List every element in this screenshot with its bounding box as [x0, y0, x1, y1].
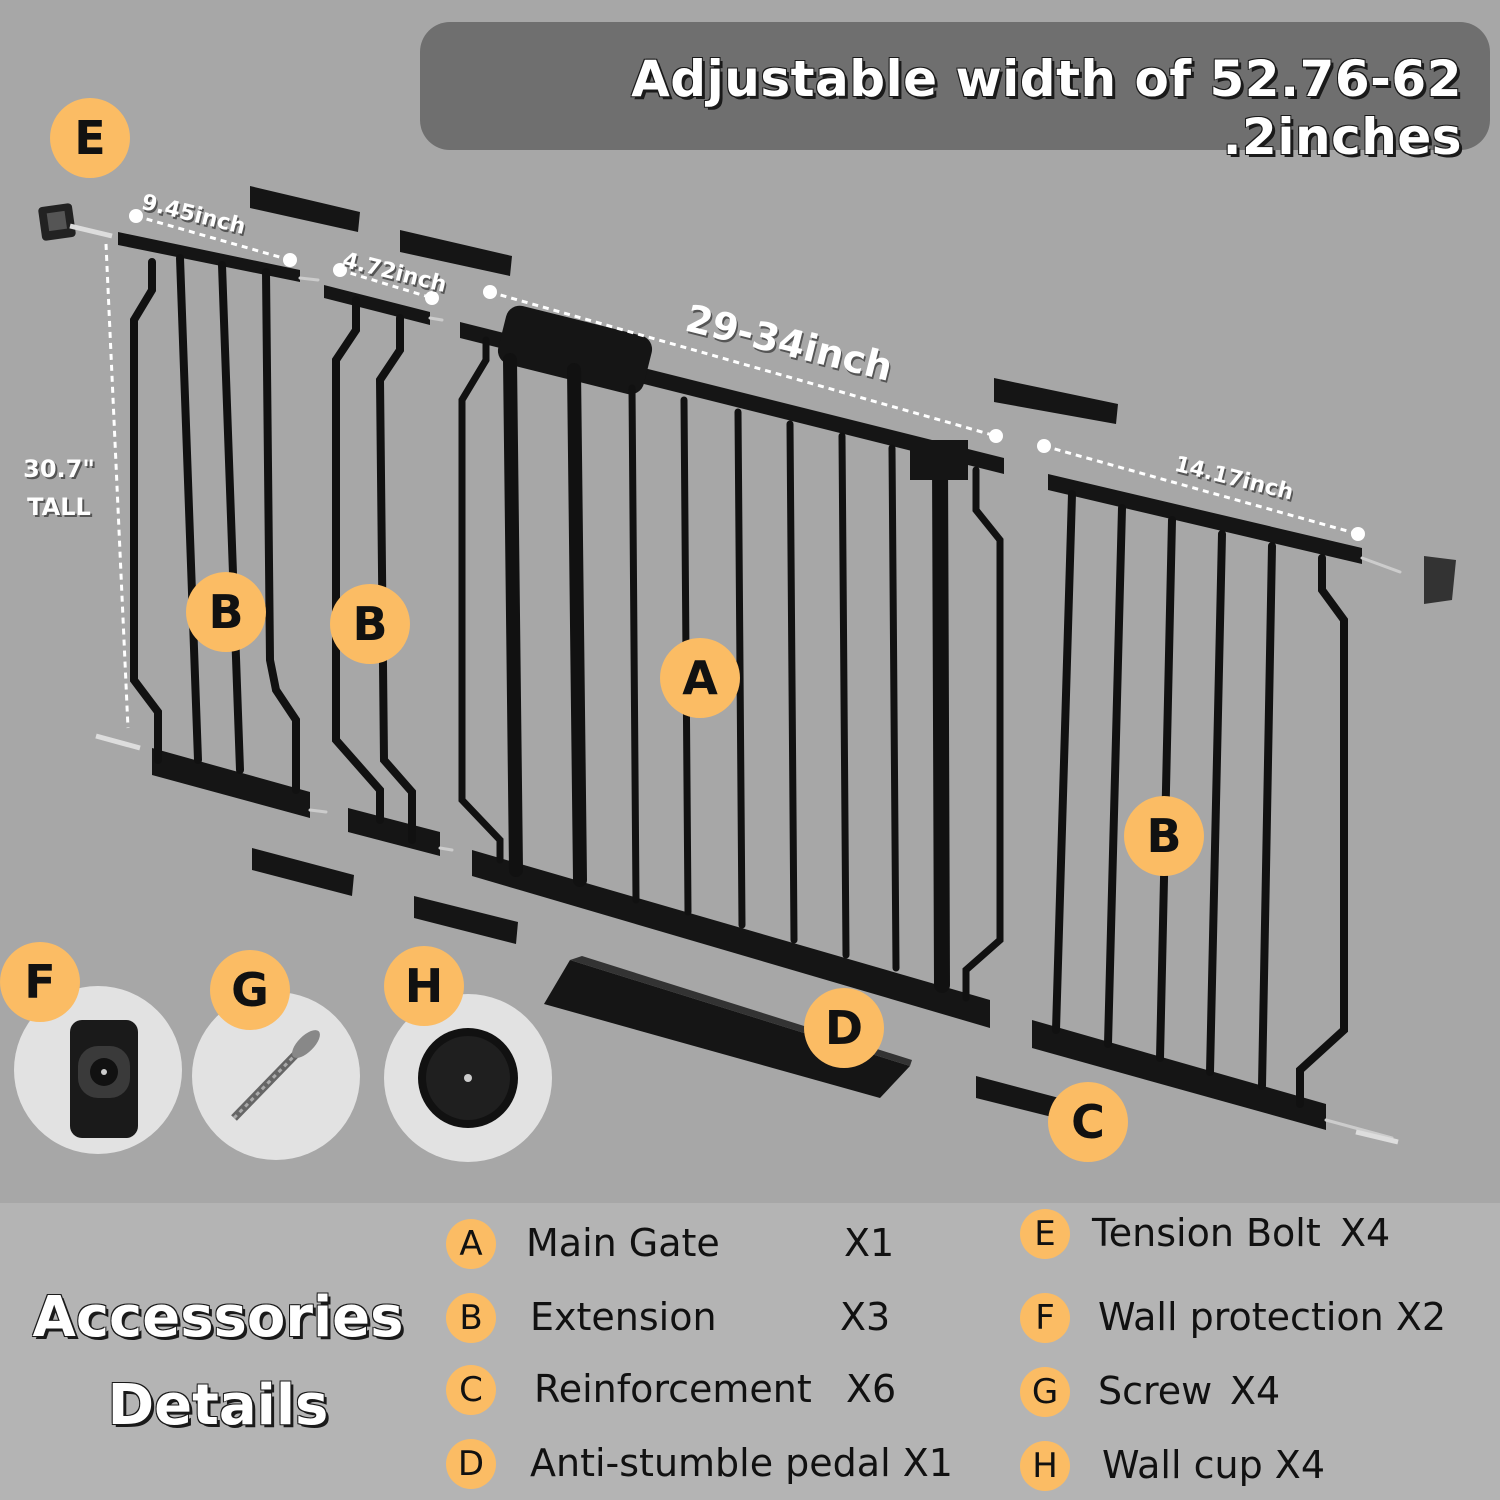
height-label: TALL: [27, 493, 91, 521]
accessory-letter: D: [446, 1439, 496, 1489]
accessory-letter: H: [1020, 1441, 1070, 1491]
right-extension: [1032, 474, 1402, 1140]
wall-cup-icon: [418, 1028, 518, 1128]
wall-protection-icon: [70, 1020, 138, 1138]
accessory-item: B Extension X3: [446, 1289, 906, 1349]
middle-extension: [324, 285, 454, 856]
accessory-name: Main Gate: [526, 1221, 720, 1265]
tension-bolts: [38, 203, 1456, 1145]
accessories-title-line1: Accessories: [32, 1285, 404, 1350]
badge-b-mid: B: [330, 584, 410, 664]
accessory-item: D Anti-stumble pedal X1: [446, 1435, 986, 1495]
badge-f: F: [0, 942, 80, 1022]
accessory-qty: X1: [844, 1221, 895, 1265]
accessory-qty: X4: [1340, 1211, 1391, 1255]
accessory-qty: X3: [840, 1295, 891, 1339]
badge-h: H: [384, 946, 464, 1026]
accessory-qty: X6: [846, 1367, 897, 1411]
wall-cup-image: [384, 994, 552, 1162]
accessory-item: E Tension Bolt X4: [1020, 1205, 1440, 1265]
accessory-name: Reinforcement: [534, 1367, 812, 1411]
main-gate: [458, 305, 1004, 1028]
accessory-name: Screw: [1098, 1369, 1213, 1413]
accessory-name: Wall protection X2: [1098, 1295, 1447, 1339]
dimension-endpoints: [129, 209, 1365, 541]
badge-b-right: B: [1124, 796, 1204, 876]
width-banner-title: Adjustable width of 52.76-62 .2inches: [631, 50, 1462, 166]
left-extension: [118, 232, 328, 818]
accessory-item: H Wall cup X4: [1020, 1437, 1440, 1497]
accessory-letter: F: [1020, 1293, 1070, 1343]
accessory-name: Tension Bolt: [1092, 1211, 1321, 1255]
accessory-qty: X4: [1230, 1369, 1281, 1413]
height-dimension: 30.7" TALL: [14, 450, 104, 526]
accessory-item: C Reinforcement X6: [446, 1361, 906, 1421]
accessory-item: A Main Gate X1: [446, 1215, 906, 1275]
accessory-name: Wall cup X4: [1102, 1443, 1326, 1487]
badge-e: E: [50, 98, 130, 178]
width-banner: Adjustable width of 52.76-62 .2inches: [420, 22, 1490, 166]
accessory-letter: G: [1020, 1367, 1070, 1417]
accessory-name: Anti-stumble pedal X1: [530, 1441, 953, 1485]
badge-b-left: B: [186, 572, 266, 652]
accessories-panel: Accessories Details A Main Gate X1 B Ext…: [0, 1203, 1500, 1500]
accessory-name: Extension: [530, 1295, 717, 1339]
accessory-item: G Screw X4: [1020, 1363, 1440, 1423]
badge-a: A: [660, 638, 740, 718]
screw-icon: [231, 1030, 320, 1121]
badge-g: G: [210, 950, 290, 1030]
height-value: 30.7": [23, 455, 95, 483]
accessory-letter: B: [446, 1293, 496, 1343]
accessory-letter: A: [446, 1219, 496, 1269]
accessories-title-line2: Details: [107, 1373, 329, 1438]
badge-d: D: [804, 988, 884, 1068]
accessory-letter: C: [446, 1365, 496, 1415]
accessory-letter: E: [1020, 1209, 1070, 1259]
accessory-item: F Wall protection X2: [1020, 1289, 1480, 1349]
badge-c: C: [1048, 1082, 1128, 1162]
dimension-lines: [104, 214, 1359, 729]
